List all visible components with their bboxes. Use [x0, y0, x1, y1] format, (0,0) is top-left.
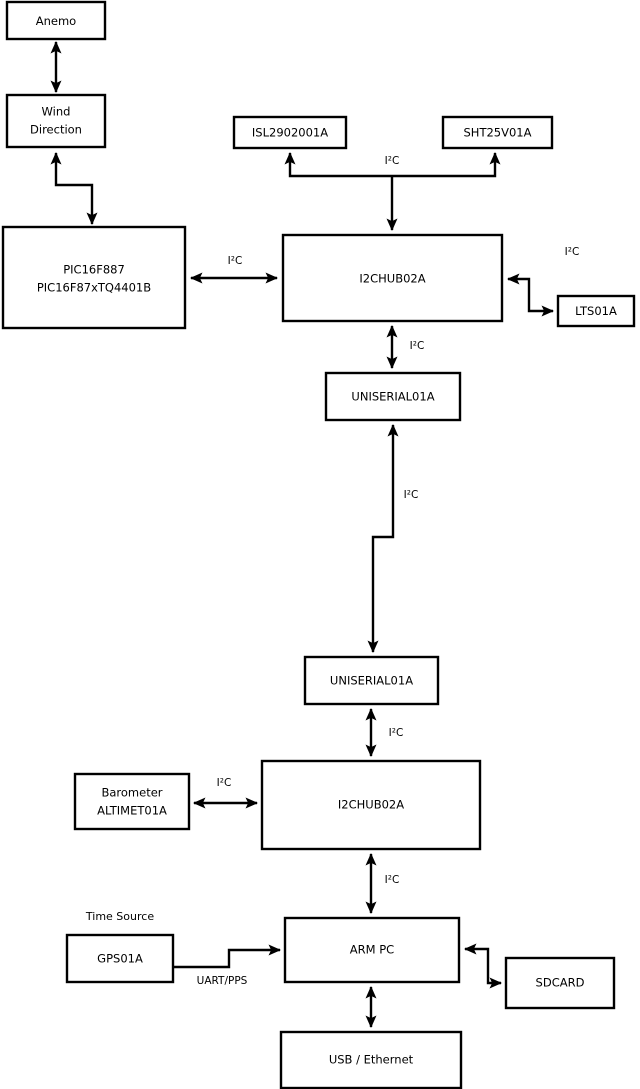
connector-hubtop-sht	[392, 152, 501, 178]
label-time-source: Time Source	[85, 910, 154, 923]
node-wind-direction-label-line1: Wind	[42, 105, 71, 119]
node-i2chub02a-bottom-label: I2CHUB02A	[338, 798, 404, 812]
node-sdcard[interactable]: SDCARD	[504, 956, 616, 1010]
connector-hubtop-isl	[284, 152, 392, 178]
node-pic-label-line2: PIC16F87xTQ4401B	[37, 281, 151, 295]
edge-label-i2c-barometer: I²C	[217, 777, 232, 789]
node-barometer[interactable]: Barometer ALTIMET01A	[73, 772, 191, 831]
node-lts01a[interactable]: LTS01A	[556, 294, 636, 328]
node-sht25v01a-label: SHT25V01A	[464, 126, 532, 140]
edge-label-i2c-lts: I²C	[565, 246, 580, 258]
node-uniserial01a-upper[interactable]: UNISERIAL01A	[324, 371, 462, 422]
connector-armpc-sdcard	[464, 943, 502, 989]
connector-hubtop-lts	[507, 273, 554, 317]
node-usb-ethernet[interactable]: USB / Ethernet	[279, 1030, 463, 1089]
node-wind-direction-label-line2: Direction	[30, 123, 82, 137]
node-isl2902001a[interactable]: ISL2902001A	[232, 115, 348, 150]
connector-pic-winddirection	[50, 152, 98, 225]
node-uniserial01a-upper-label: UNISERIAL01A	[351, 390, 434, 404]
node-pic[interactable]: PIC16F887 PIC16F87xTQ4401B	[1, 225, 187, 330]
edge-label-i2c-hub-armpc: I²C	[385, 874, 400, 886]
connectors	[50, 41, 554, 1028]
node-anemo[interactable]: Anemo	[5, 0, 107, 41]
node-uniserial01a-lower[interactable]: UNISERIAL01A	[303, 655, 440, 706]
node-sdcard-label: SDCARD	[536, 976, 585, 990]
node-usb-ethernet-label: USB / Ethernet	[329, 1053, 414, 1067]
connector-gps-armpc	[173, 944, 281, 969]
node-uniserial01a-lower-label: UNISERIAL01A	[330, 674, 413, 688]
connector-uniserialup-uniserialdn	[367, 424, 399, 653]
node-i2chub02a-bottom[interactable]: I2CHUB02A	[260, 759, 482, 851]
node-i2chub02a-top[interactable]: I2CHUB02A	[281, 233, 504, 323]
node-lts01a-label: LTS01A	[575, 304, 617, 318]
node-arm-pc-label: ARM PC	[350, 943, 394, 957]
edge-label-uart-pps: UART/PPS	[197, 975, 248, 987]
node-i2chub02a-top-label: I2CHUB02A	[359, 272, 425, 286]
edge-label-i2c-bus-top: I²C	[385, 155, 400, 167]
node-isl2902001a-label: ISL2902001A	[252, 126, 328, 140]
edge-labels: I²C I²C I²C I²C I²C I²C I²C I²C UART/PPS	[197, 155, 580, 987]
edge-label-i2c-uniserial-hub: I²C	[389, 727, 404, 739]
edge-label-i2c-hub-uniserial: I²C	[410, 340, 425, 352]
edge-label-i2c-pic-hub: I²C	[228, 255, 243, 267]
node-anemo-label: Anemo	[36, 14, 76, 28]
node-gps01a-label: GPS01A	[97, 952, 143, 966]
free-labels: Time Source	[85, 910, 154, 923]
edge-label-i2c-uniserial-uniserial: I²C	[404, 489, 419, 501]
node-sht25v01a[interactable]: SHT25V01A	[441, 115, 554, 150]
node-wind-direction[interactable]: Wind Direction	[5, 93, 107, 149]
node-gps01a[interactable]: GPS01A	[65, 933, 175, 984]
node-pic-label-line1: PIC16F887	[63, 263, 125, 277]
node-barometer-label-line1: Barometer	[101, 786, 162, 800]
node-barometer-label-line2: ALTIMET01A	[97, 804, 167, 818]
node-arm-pc[interactable]: ARM PC	[283, 916, 461, 984]
